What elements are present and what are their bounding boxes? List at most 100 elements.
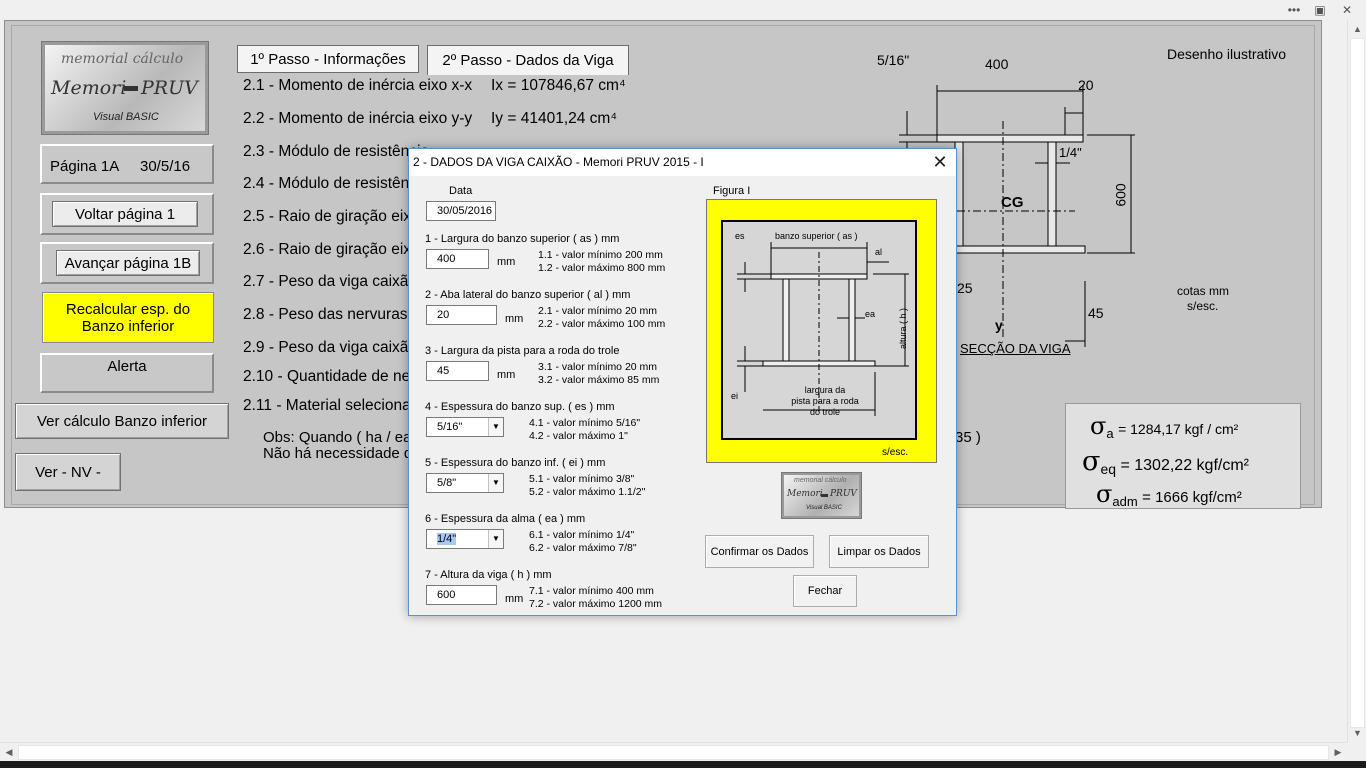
dados-viga-dialog: 2 - DADOS DA VIGA CAIXÃO - Memori PRUV 2… <box>408 148 957 616</box>
result-row-label: 2.7 - Peso da viga caixã <box>243 273 409 290</box>
logo-line2a: Memori <box>787 489 823 499</box>
minimize-icon[interactable]: ••• <box>1287 3 1301 17</box>
units-line2: s/esc. <box>1187 299 1219 313</box>
dialog-title: 2 - DADOS DA VIGA CAIXÃO - Memori PRUV 2… <box>409 149 956 176</box>
espessura-banzo-sup-select[interactable]: 5/16" ▼ <box>426 417 504 437</box>
field-label: 2 - Aba lateral do banzo superior ( al )… <box>425 289 631 301</box>
tab-dados-viga[interactable]: 2º Passo - Dados da Viga <box>427 45 629 75</box>
result-row-label: 2.8 - Peso das nervuras <box>243 306 408 323</box>
fig-scale-label: s/esc. <box>882 447 909 458</box>
aba-lateral-input[interactable]: 20 <box>426 305 497 325</box>
dim-width: 400 <box>985 56 1009 72</box>
sigma-a-row: σa = 1284,17 kgf / cm² <box>1090 412 1238 441</box>
horizontal-scrollbar[interactable]: ◀ ▶ <box>0 742 1347 761</box>
logo-dash <box>124 86 138 91</box>
restore-icon[interactable]: ▣ <box>1314 3 1326 17</box>
dim-45: 45 <box>1088 305 1104 321</box>
figure-i-beam <box>737 242 909 416</box>
fig-pista-line3: do trole <box>809 407 841 417</box>
beam-section-drawing <box>899 85 1135 347</box>
select-value: 1/4" <box>437 533 457 545</box>
chevron-down-icon[interactable]: ▼ <box>1353 728 1362 738</box>
scroll-thumb[interactable] <box>18 745 1329 760</box>
chevron-left-icon[interactable]: ◀ <box>5 747 13 757</box>
page-info-panel: Página 1A 30/5/16 <box>40 144 214 184</box>
logo-line2b: PRUV <box>830 489 857 499</box>
limpar-dados-button[interactable]: Limpar os Dados <box>829 535 929 568</box>
chevron-down-icon[interactable]: ▼ <box>488 530 503 548</box>
altura-viga-input[interactable]: 600 <box>426 585 497 605</box>
page-label: Página 1A <box>50 158 120 175</box>
espessura-banzo-inf-select[interactable]: 5/8" ▼ <box>426 473 504 493</box>
dim-lip: 20 <box>1078 77 1094 93</box>
chevron-down-icon[interactable]: ▼ <box>488 418 503 436</box>
range-max: 6.2 - valor máximo 7/8" <box>529 542 637 554</box>
sigma-icon: σ <box>1090 412 1107 440</box>
largura-pista-input[interactable]: 45 <box>426 361 489 381</box>
result-row-label: 2.1 - Momento de inércia eixo x-x <box>243 77 473 94</box>
fechar-button[interactable]: Fechar <box>793 575 857 607</box>
section-caption: SECÇÃO DA VIGA <box>960 341 1071 356</box>
field-label: 1 - Largura do banzo superior ( as ) mm <box>425 233 620 245</box>
sigma-adm-sub: adm <box>1112 494 1138 510</box>
range-max: 5.2 - valor máximo 1.1/2" <box>529 486 646 498</box>
logo-line2a: Memori <box>51 77 127 99</box>
voltar-pagina-button[interactable]: Voltar página 1 <box>52 201 198 227</box>
field-label: 7 - Altura da viga ( h ) mm <box>425 569 552 581</box>
range-max: 1.2 - valor máximo 800 mm <box>538 262 666 274</box>
ver-nv-button[interactable]: Ver - NV - <box>15 453 121 491</box>
logo-line1: memorial cálculo <box>61 51 184 67</box>
logo-line3: Visual BASIC <box>806 505 842 511</box>
fig-al-label: al <box>875 247 883 257</box>
units-line1: cotas mm <box>1177 284 1230 298</box>
chevron-down-icon[interactable]: ▼ <box>488 474 503 492</box>
figure-frame: es banzo superior ( as ) al ea altura ( … <box>706 199 937 463</box>
figure-canvas: es banzo superior ( as ) al ea altura ( … <box>721 220 917 440</box>
confirmar-dados-button[interactable]: Confirmar os Dados <box>705 535 814 568</box>
close-icon[interactable]: ✕ <box>932 152 948 172</box>
obs-line1: Obs: Quando ( ha / ea <box>263 429 412 446</box>
axis-y-label: y <box>995 317 1003 333</box>
range-max: 7.2 - valor máximo 1200 mm <box>529 598 663 610</box>
unit-label: mm <box>497 369 516 381</box>
drawing-title: Desenho ilustrativo <box>1167 46 1287 62</box>
range-min: 4.1 - valor mínimo 5/16" <box>529 417 641 429</box>
vertical-scrollbar[interactable]: ▲ ▼ <box>1347 20 1366 742</box>
sigma-eq-sub: eq <box>1100 461 1117 478</box>
ver-calculo-button[interactable]: Ver cálculo Banzo inferior <box>15 403 229 439</box>
largura-banzo-input[interactable]: 400 <box>426 249 489 269</box>
result-row-label: 2.9 - Peso da viga caixã <box>243 339 409 356</box>
sigma-adm-value: = 1666 kgf/cm² <box>1142 489 1242 506</box>
result-row-label: 2.2 - Momento de inércia eixo y-y <box>243 110 473 127</box>
espessura-alma-select[interactable]: 1/4" ▼ <box>426 529 504 549</box>
date-label: Data <box>449 185 473 197</box>
chevron-up-icon[interactable]: ▲ <box>1353 24 1362 34</box>
avancar-pagina-button[interactable]: Avançar página 1B <box>56 250 200 276</box>
field-label: 3 - Largura da pista para a roda do trol… <box>425 345 620 357</box>
result-row-label: 2.11 - Material selecionad <box>243 397 420 414</box>
sigma-icon: σ <box>1096 480 1113 508</box>
sigma-a-sub: a <box>1106 426 1114 442</box>
logo-line1: memorial cálculo <box>794 477 847 484</box>
fig-ea-label: ea <box>865 309 876 319</box>
result-row-value: Ix = 107846,67 cm⁴ <box>491 77 626 94</box>
recalcular-button[interactable]: Recalcular esp. do Banzo inferior <box>42 292 214 343</box>
stress-results-box: σa = 1284,17 kgf / cm² σ eq = 1302,22 kgf… <box>1065 403 1301 509</box>
logo-line3: Visual BASIC <box>93 111 159 123</box>
voltar-frame: Voltar página 1 <box>40 193 214 235</box>
result-row-label: 2.3 - Módulo de resistência <box>243 143 430 160</box>
date-field[interactable]: 30/05/2016 <box>426 201 496 221</box>
close-icon[interactable]: ✕ <box>1341 3 1353 17</box>
chevron-right-icon[interactable]: ▶ <box>1334 747 1342 757</box>
sigma-adm-row: σadm = 1666 kgf/cm² <box>1096 480 1242 509</box>
scroll-thumb[interactable] <box>1350 38 1365 728</box>
sigma-eq-value: = 1302,22 kgf/cm² <box>1120 457 1249 474</box>
tab-informacoes[interactable]: 1º Passo - Informações <box>237 45 419 73</box>
result-row-label: 2.10 - Quantidade de ner <box>243 368 416 385</box>
range-max: 4.2 - valor máximo 1" <box>529 430 628 442</box>
memori-pruv-logo: memorial cálculo Memori PRUV Visual BASI… <box>782 473 861 518</box>
range-min: 6.1 - valor mínimo 1/4" <box>529 529 635 541</box>
alerta-panel: Alerta <box>40 353 214 393</box>
field-label: 4 - Espessura do banzo sup. ( es ) mm <box>425 401 615 413</box>
select-value: 5/8" <box>437 477 457 489</box>
